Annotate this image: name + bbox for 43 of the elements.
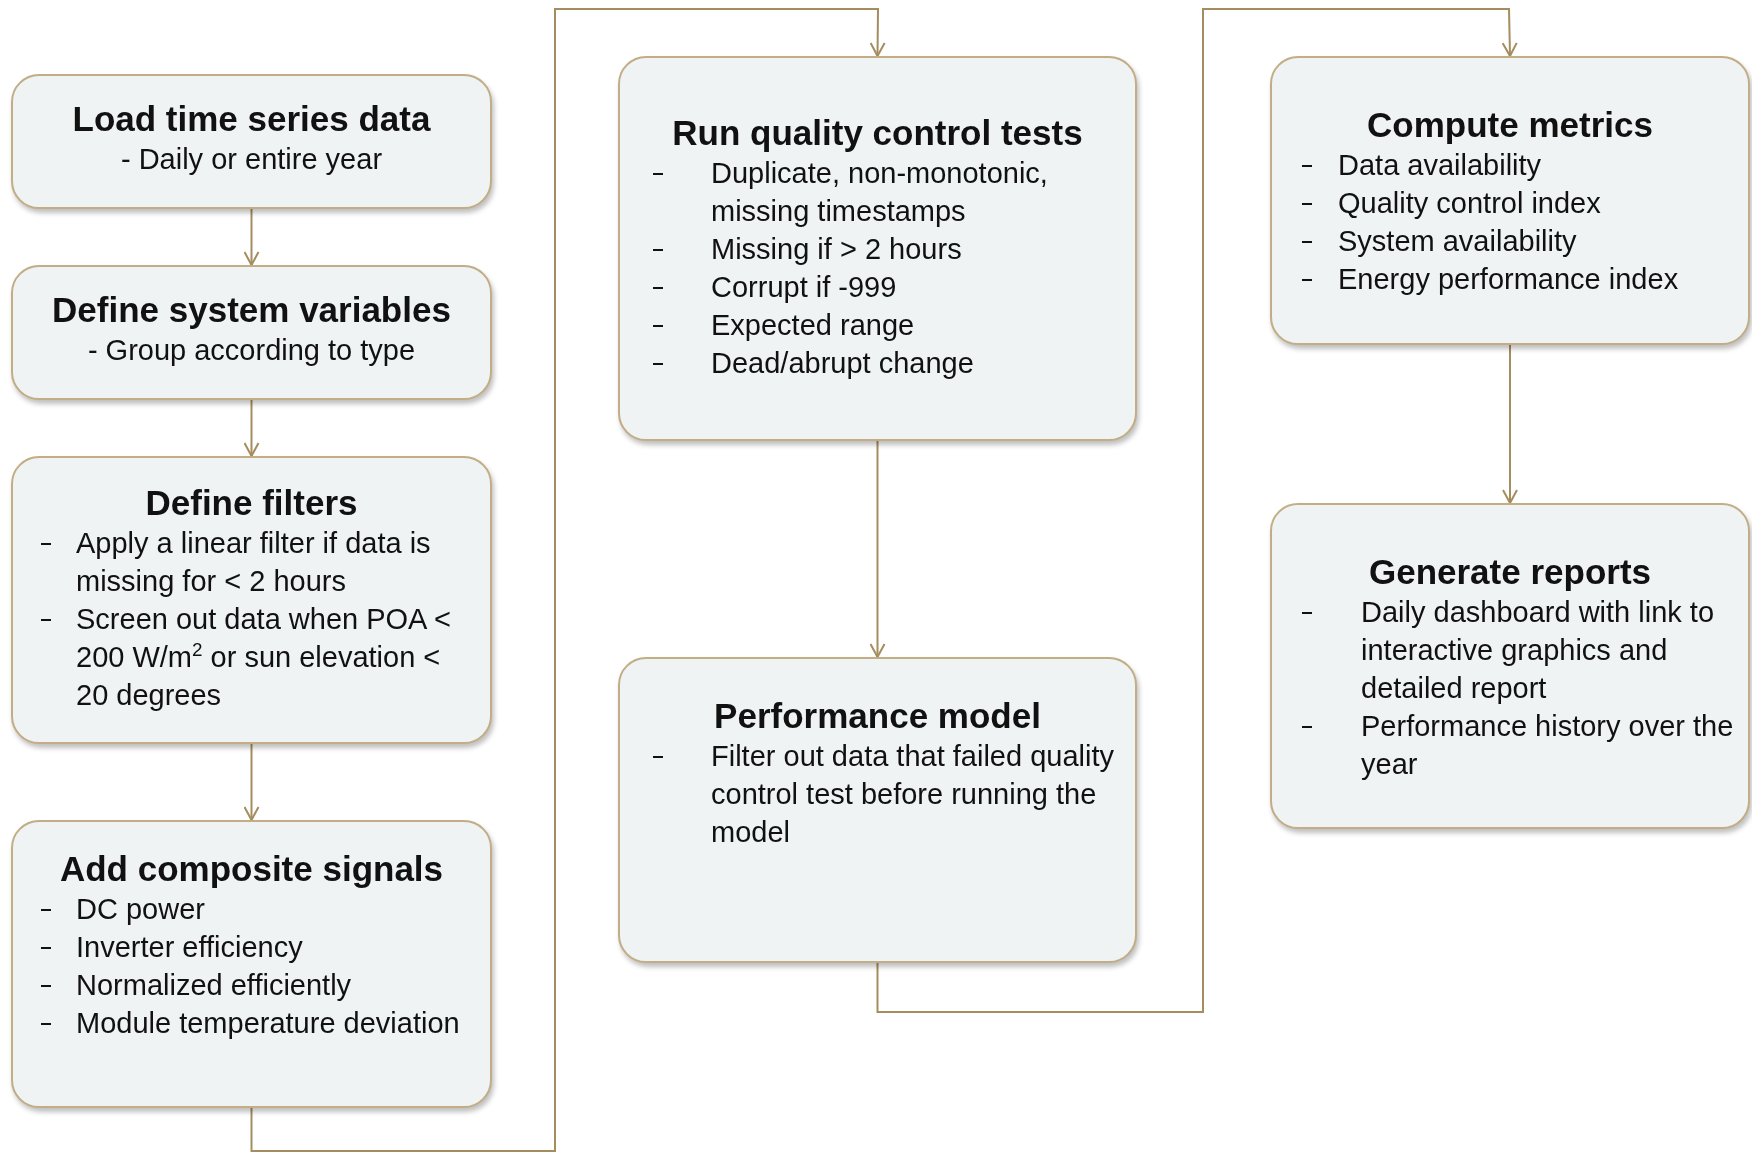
list-item-text: Performance history over the year (1361, 710, 1734, 780)
box-title: Define system variables (51, 289, 452, 331)
list-item-text: Quality control index (1338, 187, 1601, 219)
list-item-text: Inverter efficiency (76, 931, 303, 963)
list-item-text: Normalized efficiently (76, 969, 352, 1001)
process-box (618, 657, 1137, 963)
list-item-text: Dead/abrupt change (711, 347, 974, 379)
list-item-text: Apply a linear filter if data is missing for < 2 hours (76, 527, 431, 597)
process-box (1270, 56, 1750, 345)
box-title: Run quality control tests (671, 112, 1084, 154)
arrow (243, 743, 260, 821)
arrow (243, 399, 260, 457)
arrow (243, 208, 260, 266)
list-item-text: System availability (1338, 225, 1577, 257)
box-subtitle: - Daily or entire year (119, 142, 384, 177)
box-title: Define filters (144, 482, 359, 524)
process-box (11, 265, 492, 400)
list-item-text: Duplicate, non-monotonic, missing timestamps (711, 157, 1048, 227)
arrow (1502, 344, 1518, 504)
box-title: Compute metrics (1366, 104, 1654, 146)
list-item-text: Corrupt if -999 (711, 271, 897, 303)
process-box (618, 56, 1137, 441)
list-item-text: Module temperature deviation (76, 1007, 460, 1039)
box-subtitle: - Group according to type (86, 333, 417, 368)
box-title: Performance model (713, 695, 1042, 737)
process-box (11, 456, 492, 744)
list-item-text: DC power (76, 893, 205, 925)
process-box (1270, 503, 1750, 829)
process-box (11, 820, 492, 1108)
box-title: Load time series data (71, 98, 432, 140)
arrow (876, 8, 1518, 1013)
arrow (869, 440, 886, 658)
box-title: Generate reports (1367, 551, 1653, 593)
process-box (11, 74, 492, 209)
list-item-text: Missing if > 2 hours (711, 233, 962, 265)
list-item-text: Filter out data that failed quality control test before running the model (711, 740, 1114, 848)
list-item-text: Energy performance index (1338, 263, 1679, 295)
box-title: Add composite signals (58, 848, 445, 890)
list-item-text: Screen out data when POA < 200 W/m$^{2}$ or sun elevation < 20 degrees (76, 603, 451, 711)
list-item-text: Data availability (1338, 149, 1542, 181)
list-item-text: Daily dashboard with link to interactive graphics and detailed report (1361, 596, 1714, 704)
arrow (250, 8, 886, 1152)
list-item-text: Expected range (711, 309, 915, 341)
